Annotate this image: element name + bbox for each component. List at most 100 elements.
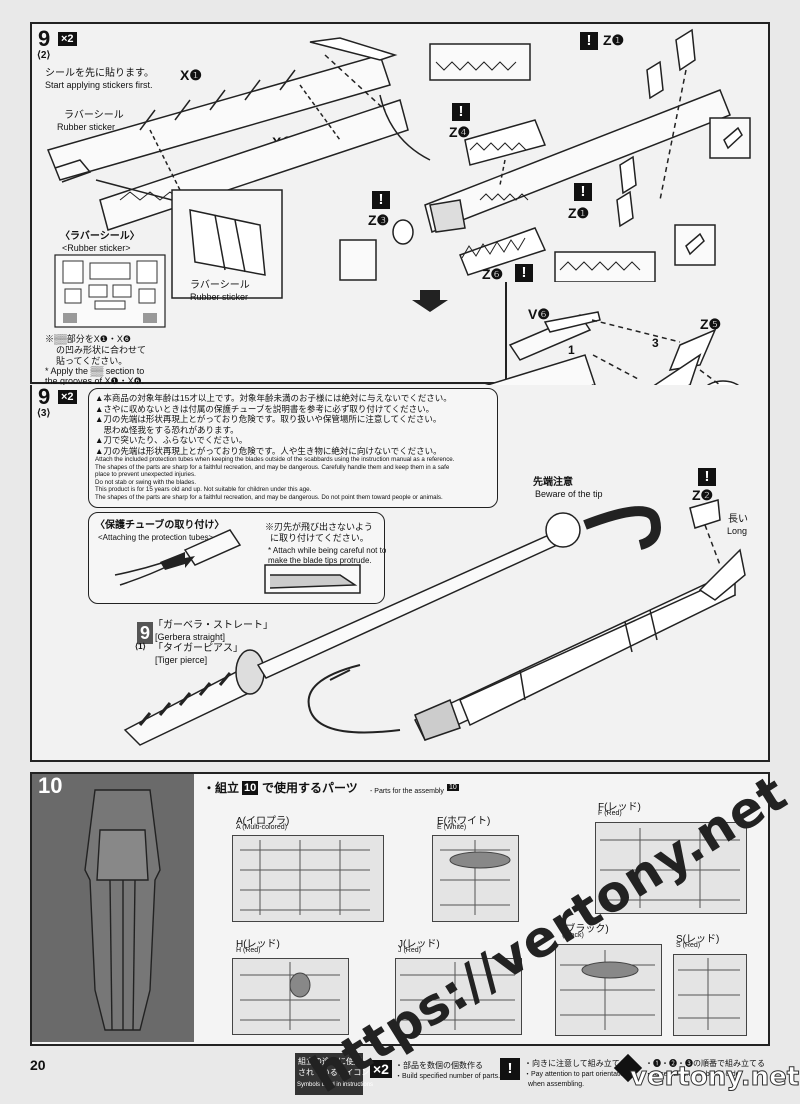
tube-note-jp2: に取り付けてください。 [270, 533, 369, 543]
caution-line: The shapes of the parts are sharp for a … [95, 493, 443, 501]
sprue-h-label-en: H (Red) [236, 947, 261, 954]
caution-line: This product is for 15 years old and up.… [95, 486, 312, 494]
shield-preview-drawing [84, 789, 161, 1031]
sprue-parts-drawing [240, 828, 740, 1030]
sprue-s-label-jp: S(レッド) [676, 934, 720, 945]
caution-box: ▲本商品の対象年齢は15才以上です。対象年齢未満のお子様には絶対に与えないでくだ… [88, 388, 498, 508]
step10-heading-prefix: ・組立 [203, 781, 240, 795]
tip-caution-jp: 先端注意 [533, 477, 573, 488]
caution-line: ▲刀の先端は形状再現上とがっており危険です。取り扱いや保管場所に注意してください… [95, 414, 442, 424]
sprue-f-label-en: F (Red) [598, 810, 622, 817]
sticker-sheet-title-jp: 〈ラバーシール〉 [60, 231, 140, 242]
z1-top-label: Z❶ [603, 32, 625, 48]
orientation-jp: ・向きに注意して組み立てる [524, 1059, 628, 1068]
order-1: 1 [568, 343, 575, 357]
caution-line: 思わぬ怪我をする恐れがあります。 [95, 424, 239, 435]
caution-line: ▲本商品の対象年齢は15才以上です。対象年齢未満のお子様には絶対に与えないでくだ… [95, 393, 452, 403]
caution-line: Attach the included protection tubes whe… [95, 456, 455, 463]
z3-label: Z❸ [368, 212, 390, 228]
v6-label: V❻ [528, 306, 550, 322]
sprue-f-label-jp: F(レッド) [598, 802, 641, 813]
sprue-j-label-jp: J(レッド) [398, 939, 440, 950]
ref-step-number: 9 [137, 622, 154, 644]
sprue-e-label-en: E (White) [437, 824, 467, 831]
caution-line: ▲刀で突いたり、ふらないでください。 [95, 435, 248, 445]
gerbera-en: [Gerbera straight] [155, 632, 226, 642]
gerbera-jp: 「ガーベラ・ストレート」 [153, 620, 273, 631]
z6-label: Z❻ [482, 266, 504, 282]
step10-heading-en-num: 10 [447, 784, 459, 791]
intro-jp: シールを先に貼ります。 [45, 68, 154, 79]
orientation-icon: ! [515, 264, 533, 282]
sticker-note-jp1: ※▒▒部分をX❶・X❻ [45, 334, 131, 344]
rubber-sticker-label-en: Rubber sticker [57, 122, 116, 132]
page-number: 20 [30, 1057, 46, 1073]
count-badge: ×2 [58, 390, 77, 404]
sprue-a-label-jp: A(イロプラ) [236, 816, 290, 827]
step9-3-number: 9 [38, 384, 51, 409]
tube-title-en: <Attaching the protection tubes> [98, 533, 214, 542]
z1-mid-label: Z❶ [568, 205, 590, 221]
orientation-icon: ! [574, 183, 592, 201]
sticker-note-jp3: 貼ってください。 [56, 356, 128, 366]
z4-label: Z❹ [449, 124, 471, 140]
blade-assembly-drawing [339, 28, 751, 312]
intro-en: Start applying stickers first. [45, 80, 153, 90]
watermark-corner: vertony.net [629, 1062, 800, 1093]
orientation-en2: when assembling. [528, 1081, 585, 1088]
sprue-f [595, 822, 747, 914]
tube-attach-drawing [114, 529, 361, 594]
sticker-note-jp2: の凹み形状に合わせて [56, 345, 147, 355]
step10-heading-en: - Parts for the assembly [370, 788, 444, 795]
orientation-icon: ! [698, 468, 716, 486]
sprue-black-label-jp: (ブラック) [562, 924, 609, 935]
sword-and-scabbard-drawing [123, 499, 746, 746]
sprue-j-label-en: J (Red) [398, 947, 421, 954]
orientation-icon: ! [372, 191, 390, 209]
sprue-s-label-en: S (Red) [676, 942, 701, 949]
step9-2-number: 9 [38, 26, 51, 51]
z5-label: Z❺ [700, 316, 722, 332]
caution-line: ▲刀の先端は形状再現上とがっており危険です。人や生き物に絶対に向けないでください… [95, 445, 442, 456]
tube-note-en2: make the blade tips protrude. [268, 556, 372, 565]
step10-heading-num: 10 [242, 781, 259, 795]
sprue-h-label-jp: H(レッド) [236, 939, 280, 950]
order-3: 3 [652, 336, 659, 350]
sticker-note-en2: the grooves of X❶・X❻. [45, 376, 145, 386]
step9-2-sub: ⟨2⟩ [37, 50, 51, 61]
orientation-icon: ! [500, 1058, 520, 1080]
symbols-jp2: されているアイコン [298, 1068, 370, 1077]
symbols-en: Symbols used in instructions [297, 1082, 374, 1088]
multiple-icon: ×2 [370, 1060, 392, 1078]
sticker-note-en1: * Apply the ▒▒ section to [45, 366, 145, 376]
z2-label: Z❷ [692, 487, 714, 503]
scabbard-drawing-left [46, 37, 409, 299]
sprue-a-label-en: A (Multi-colored) [236, 824, 287, 831]
sticker-sheet-title-en: <Rubber sticker> [62, 243, 131, 253]
rubber-sticker-callout-en: Rubber sticker [190, 292, 249, 302]
orientation-icon: ! [580, 32, 598, 50]
sprue-j [395, 958, 522, 1035]
part-x1-label: X❶ [180, 67, 202, 83]
long-jp: 長い [728, 514, 748, 525]
caution-line: ▲さやに収めないときは付属の保護チューブを説明書を参考に必ず取り付けてください。 [95, 403, 435, 414]
tiger-jp: 「タイガーピアス」 [153, 643, 243, 654]
tip-caution-en: Beware of the tip [535, 489, 603, 499]
count-badge: ×2 [58, 32, 77, 46]
tube-note-en1: * Attach while being careful not to [268, 546, 387, 555]
long-en: Long [727, 526, 748, 536]
caution-line: Do not stab or swing with the blades. [95, 478, 197, 486]
multiple-en: ・Build specified number of parts. [395, 1073, 501, 1080]
symbols-legend-box [295, 1053, 363, 1095]
sprue-black-label-en: (Black) [562, 932, 584, 939]
step10-heading-suffix: で使用するパーツ [262, 781, 358, 795]
sticker-sheet-drawing [54, 254, 166, 328]
ref-step-sub: ⟨1⟩ [135, 642, 146, 651]
rubber-sticker-callout-jp: ラバーシール [190, 280, 250, 291]
sprue-e-label-jp: E(ホワイト) [437, 816, 491, 827]
tube-note-jp1: ※刃先が飛び出さないよう [265, 522, 373, 532]
multiple-jp: ・部品を数個の個数作る [395, 1061, 483, 1070]
caution-line: place to prevent unexpected injuries. [95, 471, 196, 479]
step10-number: 10 [38, 773, 63, 798]
